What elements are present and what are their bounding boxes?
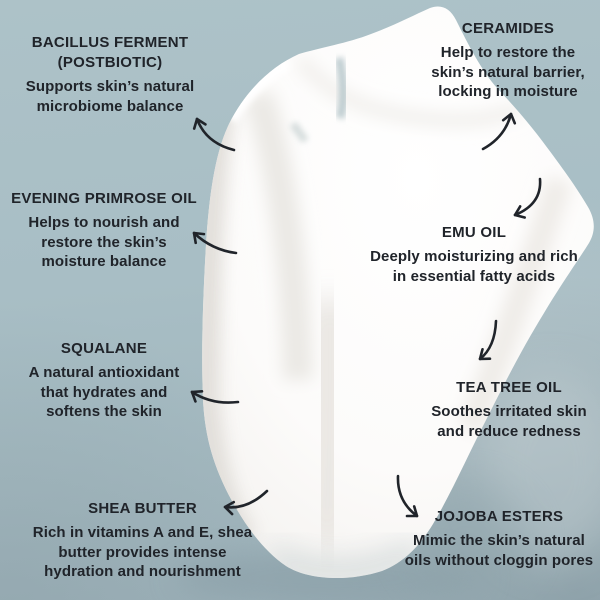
ingredient-description: Help to restore the skin’s natural barri… (431, 44, 585, 100)
ingredient-title: TEA TREE OIL (456, 379, 562, 396)
ingredient-title: SHEA BUTTER (88, 500, 197, 517)
callout-evening-primrose-oil: EVENING PRIMROSE OIL Helps to nourish an… (0, 189, 210, 272)
tea-tree-oil-arrow (478, 319, 498, 361)
callout-bacillus-ferment: BACILLUS FERMENT (POSTBIOTIC) Supports s… (8, 33, 212, 116)
ingredient-description: Deeply moisturizing and rich in essentia… (370, 248, 578, 285)
jojoba-esters-arrow (396, 474, 419, 518)
ingredient-title: JOJOBA ESTERS (434, 508, 564, 525)
bacillus-ferment-arrow (192, 117, 236, 152)
ingredient-description: Mimic the skin’s natural oils without cl… (404, 532, 594, 569)
cream-crevice (334, 57, 348, 120)
ingredient-description: Supports skin’s natural microbiome balan… (25, 78, 195, 115)
ceramides-arrow (481, 112, 517, 151)
ingredient-title: SQUALANE (60, 340, 148, 357)
ingredient-description: Soothes irritated skin and reduce rednes… (431, 403, 587, 440)
ingredient-title: EMU OIL (441, 224, 507, 241)
callout-shea-butter: SHEA BUTTER Rich in vitamins A and E, sh… (32, 499, 253, 582)
ingredient-title: EVENING PRIMROSE OIL (11, 190, 197, 207)
callout-emu-oil: EMU OIL Deeply moisturizing and rich in … (358, 223, 590, 286)
callout-jojoba-esters: JOJOBA ESTERS Mimic the skin’s natural o… (393, 507, 600, 570)
squalane-arrow (190, 390, 240, 404)
evening-primrose-oil-arrow (192, 231, 238, 255)
ingredient-title: CERAMIDES (461, 20, 555, 37)
shea-butter-arrow (223, 489, 269, 516)
callout-squalane: SQUALANE A natural antioxidant that hydr… (3, 339, 205, 422)
ingredient-description: A natural antioxidant that hydrates and … (28, 364, 180, 420)
callout-tea-tree-oil: TEA TREE OIL Soothes irritated skin and … (409, 378, 600, 441)
ingredient-title: BACILLUS FERMENT (POSTBIOTIC) (31, 34, 189, 71)
callout-ceramides: CERAMIDES Help to restore the skin’s nat… (403, 19, 600, 102)
ingredient-description: Helps to nourish and restore the skin’s … (28, 214, 180, 270)
emu-oil-arrow (513, 177, 542, 219)
ingredient-description: Rich in vitamins A and E, shea butter pr… (32, 524, 253, 580)
